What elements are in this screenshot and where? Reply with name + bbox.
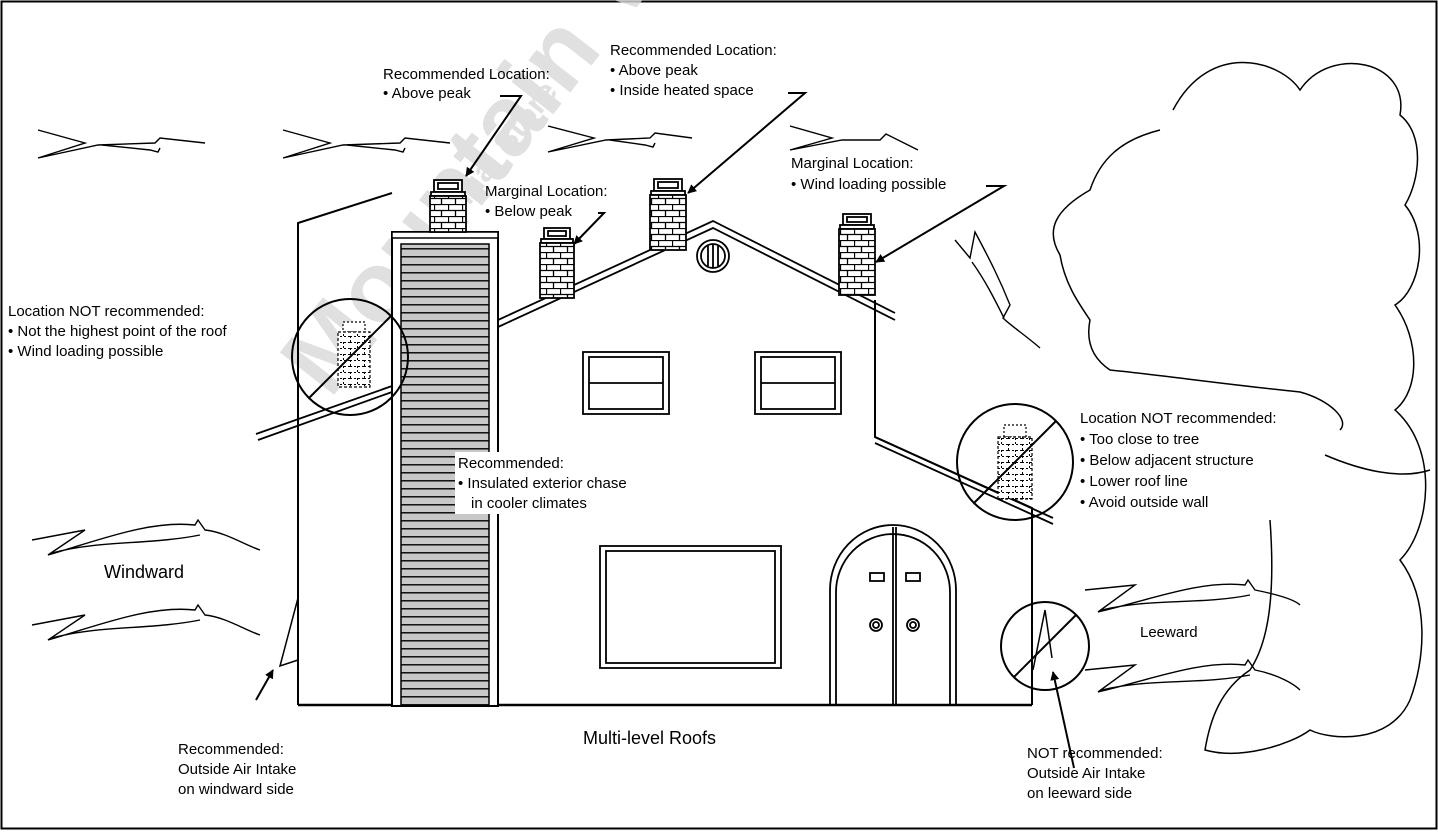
label-line: Outside Air Intake (178, 761, 296, 778)
chimney-above-peak-left (429, 179, 467, 233)
label-leeward: Leeward (1140, 624, 1198, 641)
label-bullet: • Wind loading possible (8, 343, 163, 360)
wind-arrow-icon (547, 125, 693, 153)
label-title: Recommended: (458, 455, 564, 472)
label-line: on leeward side (1027, 785, 1132, 802)
air-intake-windward (278, 597, 299, 668)
label-bullet: • Inside heated space (610, 82, 754, 99)
label-intake-leeward: NOT recommended: Outside Air Intake on l… (1027, 745, 1163, 802)
label-bullet: • Avoid outside wall (1080, 494, 1208, 511)
chimney-wind-loading (838, 213, 876, 296)
label-title: Location NOT recommended: (1080, 410, 1277, 427)
right-lower-roof (874, 436, 1054, 519)
prohibited-circle-icon (956, 403, 1074, 521)
label-bullet: in cooler climates (471, 495, 587, 512)
label-rec-peak-heated: Recommended Location: • Above peak • Ins… (610, 42, 777, 99)
wind-arrow-icon (954, 229, 1041, 349)
chimney-below-peak (539, 227, 575, 299)
label-line: NOT recommended: (1027, 745, 1163, 762)
label-title: Location NOT recommended: (8, 303, 205, 320)
label-line: Recommended: (178, 741, 284, 758)
label-bullet: • Above peak (383, 85, 471, 102)
windows (582, 351, 842, 669)
label-line: Outside Air Intake (1027, 765, 1145, 782)
label-chase: Recommended: • Insulated exterior chase … (455, 452, 675, 514)
label-bullet: • Below peak (485, 203, 572, 220)
caption: Multi-level Roofs (583, 728, 716, 748)
door-icon (829, 524, 957, 706)
label-bullet: • Lower roof line (1080, 473, 1188, 490)
label-rec-peak-left: Recommended Location: • Above peak (383, 66, 550, 102)
lower-window (599, 545, 782, 669)
tree-outline-icon (1052, 61, 1431, 754)
leader-lines (255, 92, 1075, 769)
wind-arrow-icon (789, 125, 919, 151)
wind-arrow-icon (282, 129, 451, 159)
wind-arrow-icon (31, 518, 261, 556)
label-windward: Windward (104, 562, 184, 582)
wind-arrow-icon (1084, 578, 1301, 613)
label-bullet: • Below adjacent structure (1080, 452, 1254, 469)
label-marginal-below: Marginal Location: • Below peak (485, 183, 608, 220)
label-bullet: • Wind loading possible (791, 176, 946, 193)
label-title: Marginal Location: (791, 155, 914, 172)
label-title: Recommended Location: (610, 42, 777, 59)
label-bullet: • Too close to tree (1080, 431, 1199, 448)
label-bullet: • Above peak (610, 62, 698, 79)
right-lower-wall (874, 300, 1033, 705)
prohibited-circle-icon (1000, 601, 1090, 691)
label-title: Marginal Location: (485, 183, 608, 200)
label-bullet: • Insulated exterior chase (458, 475, 627, 492)
label-not-rec-left: Location NOT recommended: • Not the high… (8, 303, 228, 360)
chimney-above-peak-heated (649, 178, 687, 251)
prohibited-circle-icon (291, 298, 409, 416)
window-right (754, 351, 842, 415)
label-line: on windward side (178, 781, 294, 798)
left-lower-roof (255, 385, 393, 435)
wind-arrow-icon (31, 603, 261, 641)
label-marginal-wind: Marginal Location: • Wind loading possib… (791, 155, 946, 193)
label-bullet: • Not the highest point of the roof (8, 323, 228, 340)
wind-arrow-icon (37, 129, 206, 159)
round-vent-icon (696, 239, 730, 273)
label-not-rec-right: Location NOT recommended: • Too close to… (1080, 410, 1277, 511)
label-title: Recommended Location: (383, 66, 550, 83)
wind-arrow-icon (1084, 658, 1301, 693)
lower-left-wall (297, 192, 393, 705)
window-left (582, 351, 670, 415)
label-intake-windward: Recommended: Outside Air Intake on windw… (178, 741, 296, 798)
